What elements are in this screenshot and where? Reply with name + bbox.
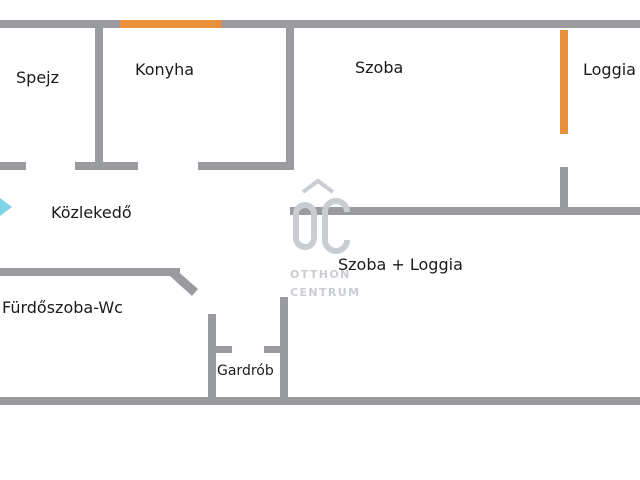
room-label-loggia: Loggia (583, 60, 636, 79)
wall-bath-top (0, 268, 180, 276)
walls (0, 20, 640, 405)
watermark-line1: OTTHON (290, 268, 351, 281)
wall-gardrob-right (280, 297, 288, 400)
room-label-kozlekedo: Közlekedő (51, 203, 132, 222)
room-label-konyha: Konyha (135, 60, 194, 79)
wall-top (0, 20, 640, 28)
wall-szoba-divider (290, 207, 640, 215)
wall-spejz-bottom (0, 162, 26, 170)
wall-bottom (0, 397, 640, 405)
wall-gardrob-stub-left (216, 346, 232, 353)
room-label-spejz: Spejz (16, 68, 59, 87)
otthon-centrum-logo-icon (293, 178, 350, 254)
logo-o (293, 202, 317, 250)
wall-loggia-stub (560, 167, 568, 211)
window-konyha (120, 20, 222, 28)
window-loggia (560, 30, 568, 134)
room-label-furdoszoba: Fürdőszoba-Wc (2, 298, 123, 317)
wall-konyha-bottom-right (198, 162, 294, 170)
logo-c (322, 198, 350, 254)
wall-spejz-konyha (95, 28, 103, 164)
wall-konyha-bottom-left (75, 162, 138, 170)
wall-konyha-szoba (286, 28, 294, 170)
wall-bath-diagonal (170, 268, 198, 296)
wall-gardrob-left (208, 314, 216, 400)
room-label-gardrob: Gardrób (217, 363, 274, 379)
watermark-line2: CENTRUM (290, 286, 360, 299)
wall-gardrob-stub-right (264, 346, 280, 353)
room-label-szoba-loggia: Szoba + Loggia (338, 255, 463, 274)
entrance-arrow-icon (0, 198, 12, 216)
logo-roof (301, 178, 335, 194)
room-label-szoba: Szoba (355, 58, 403, 77)
